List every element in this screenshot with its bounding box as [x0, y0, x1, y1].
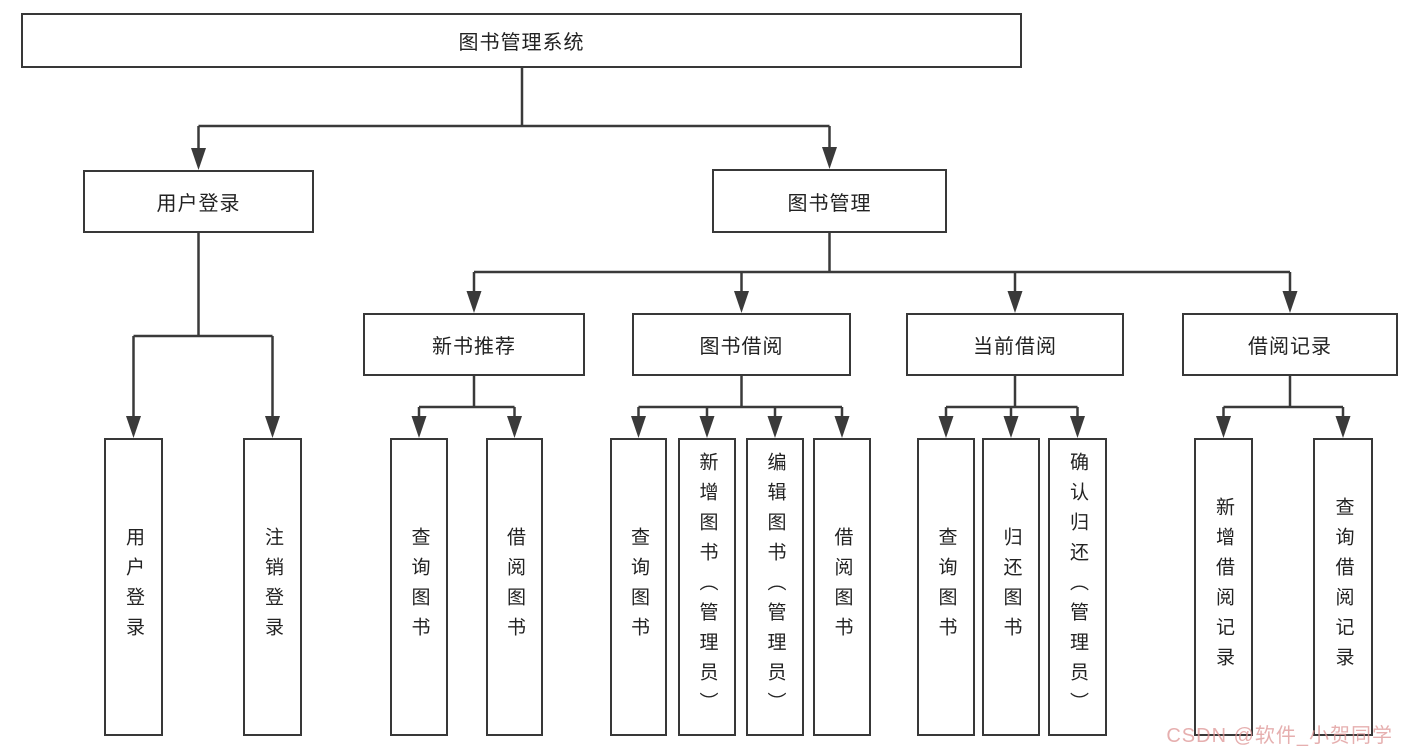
- leaf-label: 确认归还（管理员）: [1067, 452, 1088, 722]
- leaf-label: 编辑图书（管理员）: [764, 452, 786, 722]
- leaf-return-books: 归还图书: [982, 438, 1040, 736]
- node-borrowing-records: 借阅记录: [1182, 313, 1398, 376]
- leaf-label: 查询图书: [935, 527, 957, 647]
- leaf-label: 新增图书（管理员）: [696, 452, 718, 722]
- node-label: 新书推荐: [432, 336, 516, 358]
- leaf-query-books-1: 查询图书: [390, 438, 448, 736]
- leaf-query-books-3: 查询图书: [917, 438, 975, 736]
- node-new-book-recommend: 新书推荐: [363, 313, 585, 376]
- leaf-user-login: 用户登录: [104, 438, 163, 736]
- leaf-borrow-books-2: 借阅图书: [813, 438, 871, 736]
- leaf-label: 借阅图书: [504, 527, 525, 647]
- leaf-logout: 注销登录: [243, 438, 302, 736]
- leaf-label: 查询借阅记录: [1332, 497, 1354, 677]
- leaf-add-borrow-record: 新增借阅记录: [1194, 438, 1253, 736]
- leaf-label: 注销登录: [262, 527, 283, 647]
- leaf-borrow-books-1: 借阅图书: [486, 438, 543, 736]
- node-book-borrowing: 图书借阅: [632, 313, 851, 376]
- leaf-label: 查询图书: [628, 527, 649, 647]
- node-label: 当前借阅: [973, 336, 1057, 358]
- node-current-borrowing: 当前借阅: [906, 313, 1124, 376]
- node-user-login: 用户登录: [83, 170, 314, 233]
- node-label: 图书管理系统: [458, 32, 585, 54]
- leaf-label: 借阅图书: [831, 527, 853, 647]
- node-label: 图书管理: [787, 192, 872, 215]
- node-book-management: 图书管理: [712, 169, 947, 233]
- leaf-add-books-admin: 新增图书（管理员）: [678, 438, 736, 736]
- leaf-query-borrow-record: 查询借阅记录: [1313, 438, 1373, 736]
- leaf-label: 新增借阅记录: [1213, 497, 1234, 677]
- node-library-management-system: 图书管理系统: [21, 13, 1022, 68]
- node-label: 借阅记录: [1248, 336, 1332, 358]
- node-label: 图书借阅: [699, 336, 784, 358]
- node-label: 用户登录: [156, 193, 241, 215]
- leaf-label: 查询图书: [408, 527, 430, 647]
- leaf-query-books-2: 查询图书: [610, 438, 667, 736]
- leaf-confirm-return-admin: 确认归还（管理员）: [1048, 438, 1107, 736]
- leaf-label: 用户登录: [123, 527, 144, 647]
- leaf-edit-books-admin: 编辑图书（管理员）: [746, 438, 804, 736]
- leaf-label: 归还图书: [1000, 527, 1022, 647]
